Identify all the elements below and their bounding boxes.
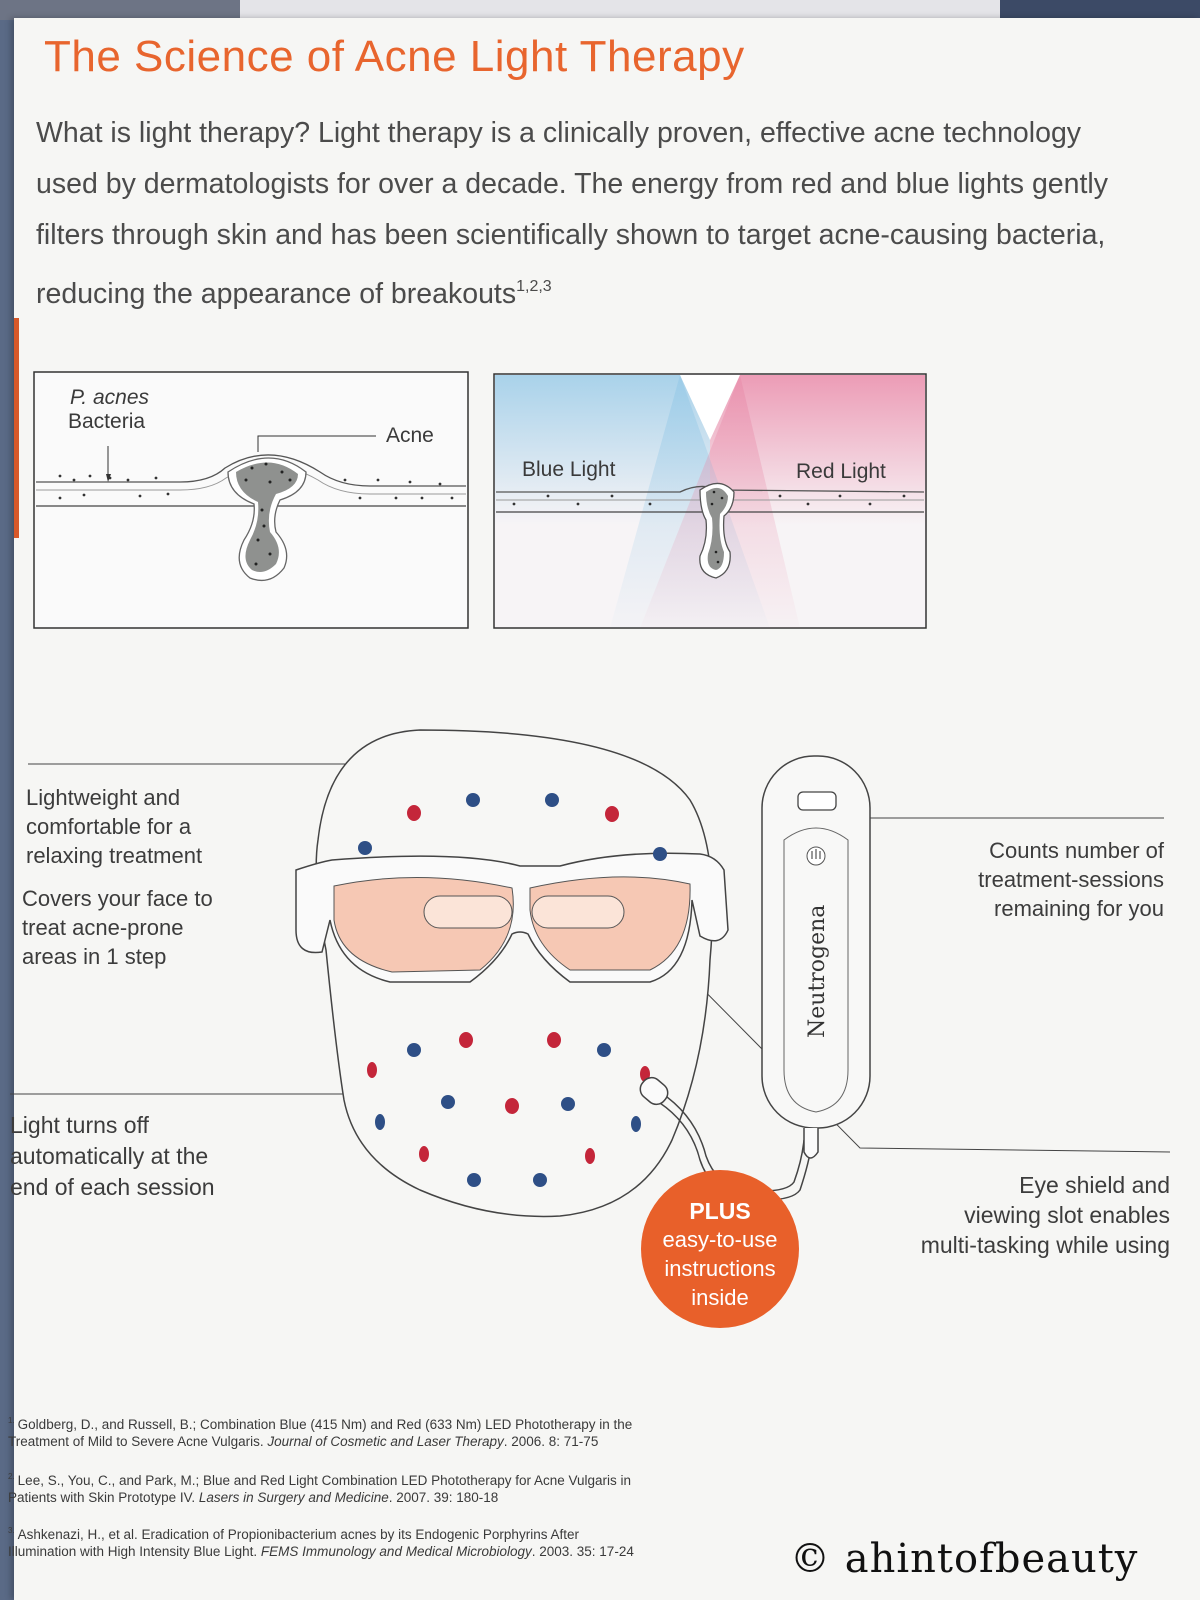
mask-illustration: Neutrogena bbox=[10, 729, 1171, 1218]
badge-line3: inside bbox=[691, 1285, 749, 1310]
blue-light-label: Blue Light bbox=[522, 458, 616, 481]
feature-lightweight: Lightweight and comfortable for a relaxi… bbox=[26, 783, 202, 870]
intro-superscript: 1,2,3 bbox=[516, 278, 552, 295]
bacteria-label: P. acnes bbox=[70, 386, 150, 409]
reference-1-line1: Goldberg, D., and Russell, B.; Combinati… bbox=[17, 1417, 633, 1432]
feature-lightweight-line2: comfortable for a bbox=[26, 814, 192, 839]
reference-1-number: 1. bbox=[8, 1416, 15, 1425]
led-dots bbox=[358, 793, 667, 1187]
reference-1: 1.Goldberg, D., and Russell, B.; Combina… bbox=[8, 1412, 768, 1450]
reference-3-line1: Ashkenazi, H., et al. Eradication of Pro… bbox=[17, 1527, 579, 1542]
feature-eye-shield-line2: viewing slot enables bbox=[964, 1202, 1170, 1228]
light-penetration-diagram bbox=[493, 373, 927, 629]
feature-auto-off-line3: end of each session bbox=[10, 1174, 215, 1200]
feature-auto-off-line2: automatically at the bbox=[10, 1143, 209, 1169]
reference-3-journal: FEMS Immunology and Medical Microbiology bbox=[260, 1544, 532, 1559]
reference-2-number: 2. bbox=[8, 1472, 15, 1481]
reference-2-citation: . 2007. 39: 180-18 bbox=[388, 1490, 499, 1505]
feature-counter-line1: Counts number of bbox=[989, 838, 1164, 863]
brand-logo: Neutrogena bbox=[805, 905, 830, 1038]
feature-eye-shield-line1: Eye shield and bbox=[1019, 1172, 1170, 1198]
reference-3-number: 3. bbox=[8, 1526, 15, 1535]
reference-2-journal: Lasers in Surgery and Medicine bbox=[198, 1490, 389, 1505]
feature-session-counter: Counts number of treatment-sessions rema… bbox=[978, 836, 1164, 923]
background-top-strip bbox=[240, 0, 1000, 18]
bacteria-label-line2: Bacteria bbox=[68, 410, 146, 433]
acne-diagrams bbox=[33, 371, 927, 629]
feature-auto-off: Light turns off automatically at the end… bbox=[10, 1110, 215, 1203]
badge-line1: easy-to-use bbox=[662, 1227, 778, 1252]
feature-counter-line3: remaining for you bbox=[994, 896, 1164, 921]
reference-2-line1: Lee, S., You, C., and Park, M.; Blue and… bbox=[17, 1473, 632, 1488]
acne-label: Acne bbox=[386, 424, 434, 447]
reference-2-line2: Patients with Skin Prototype IV. bbox=[8, 1490, 199, 1505]
page-title: The Science of Acne Light Therapy bbox=[44, 32, 745, 81]
intro-text: What is light therapy? Light therapy is … bbox=[36, 117, 1109, 310]
reference-3: 3.Ashkenazi, H., et al. Eradication of P… bbox=[8, 1522, 768, 1560]
plus-instructions-badge: PLUS easy-to-use instructions inside bbox=[641, 1170, 799, 1328]
feature-covers-line1: Covers your face to bbox=[22, 886, 213, 911]
feature-covers-line2: treat acne-prone bbox=[22, 915, 184, 940]
feature-covers-line3: areas in 1 step bbox=[22, 944, 167, 969]
feature-covers-face: Covers your face to treat acne-prone are… bbox=[22, 884, 213, 971]
background-top-left bbox=[0, 0, 240, 20]
watermark: © ahintofbeauty bbox=[790, 1536, 1139, 1582]
acne-cross-section-diagram bbox=[33, 371, 469, 629]
feature-counter-line2: treatment-sessions bbox=[978, 867, 1164, 892]
box-orange-edge bbox=[14, 318, 19, 538]
badge-plus: PLUS bbox=[689, 1198, 751, 1224]
feature-lightweight-line1: Lightweight and bbox=[26, 785, 181, 810]
feature-auto-off-line1: Light turns off bbox=[10, 1112, 149, 1138]
controller-device: Neutrogena bbox=[761, 755, 871, 1159]
reference-2: 2.Lee, S., You, C., and Park, M.; Blue a… bbox=[8, 1468, 768, 1506]
badge-line2: instructions bbox=[664, 1256, 776, 1281]
intro-paragraph: What is light therapy? Light therapy is … bbox=[36, 108, 1116, 320]
feature-lightweight-line3: relaxing treatment bbox=[26, 843, 203, 868]
reference-1-line2: Treatment of Mild to Severe Acne Vulgari… bbox=[8, 1434, 268, 1449]
feature-eye-shield-line3: multi-tasking while using bbox=[920, 1232, 1170, 1258]
reference-3-citation: . 2003. 35: 17-24 bbox=[531, 1544, 634, 1559]
reference-1-citation: . 2006. 8: 71-75 bbox=[503, 1434, 599, 1449]
reference-3-line2: Illumination with High Intensity Blue Li… bbox=[8, 1544, 261, 1559]
reference-1-journal: Journal of Cosmetic and Laser Therapy bbox=[267, 1434, 504, 1449]
red-light-label: Red Light bbox=[796, 460, 886, 483]
feature-eye-shield: Eye shield and viewing slot enables mult… bbox=[921, 1170, 1170, 1260]
